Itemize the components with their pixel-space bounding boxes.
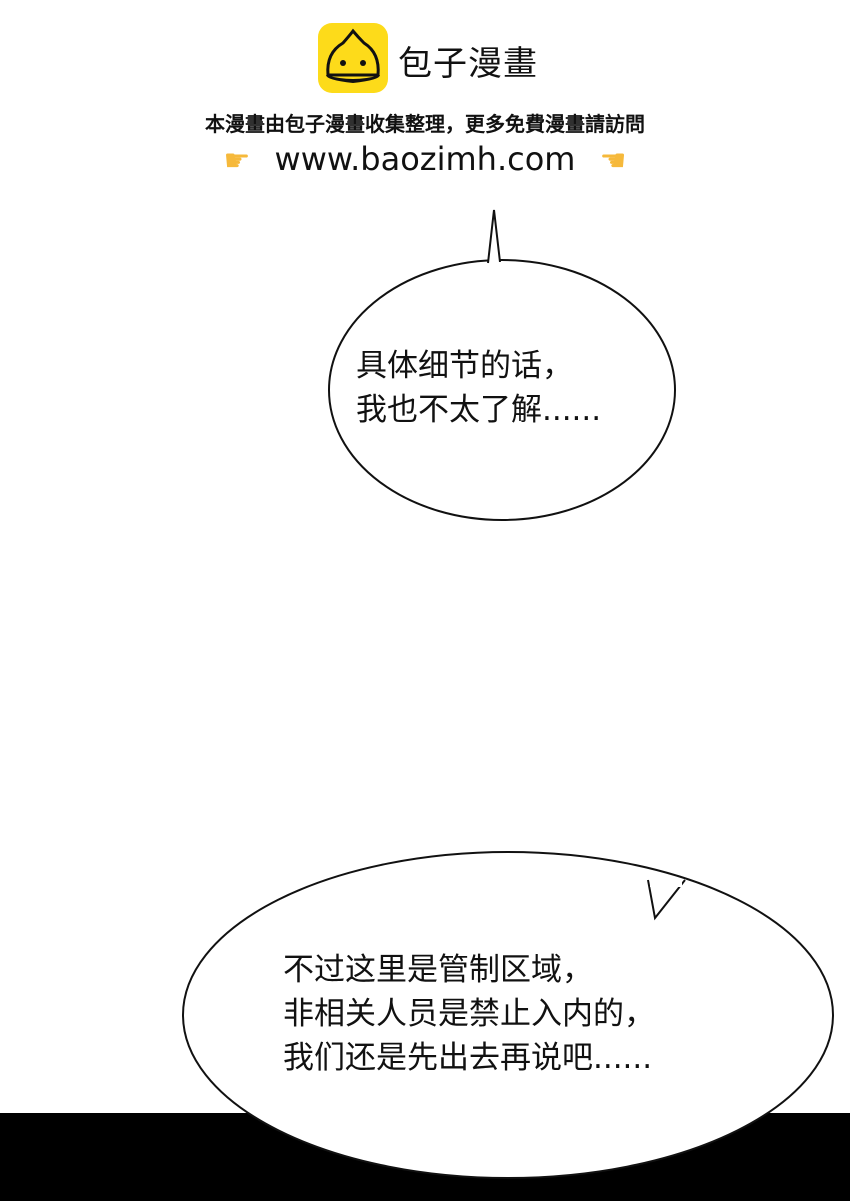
speech-bubble-1	[328, 209, 676, 521]
bubble-line: 非相关人员是禁止入内的，	[283, 996, 655, 1032]
watermark-url-row: ☛ www.baozimh.com ☚	[0, 140, 850, 179]
watermark-notice: 本漫畫由包子漫畫收集整理，更多免費漫畫請訪問	[205, 112, 645, 136]
pointing-left-hand-icon: ☚	[599, 143, 627, 179]
speech-bubble-2	[182, 851, 834, 1179]
bubble-line: 不过这里是管制区域，	[283, 952, 593, 988]
watermark-url[interactable]: www.baozimh.com	[274, 140, 576, 178]
pointing-right-hand-icon: ☛	[223, 143, 251, 179]
bubble-line: 我也不太了解......	[356, 392, 602, 428]
bubble-line: 我们还是先出去再说吧......	[283, 1040, 653, 1076]
speech-bubble-1-text: 具体细节的话， 我也不太了解......	[356, 344, 601, 432]
brand-name: 包子漫畫	[398, 44, 538, 84]
baozi-logo-icon	[318, 23, 388, 93]
bubble-line: 具体细节的话，	[356, 348, 573, 384]
speech-bubble-2-text: 不过这里是管制区域， 非相关人员是禁止入内的， 我们还是先出去再说吧......	[283, 948, 655, 1080]
